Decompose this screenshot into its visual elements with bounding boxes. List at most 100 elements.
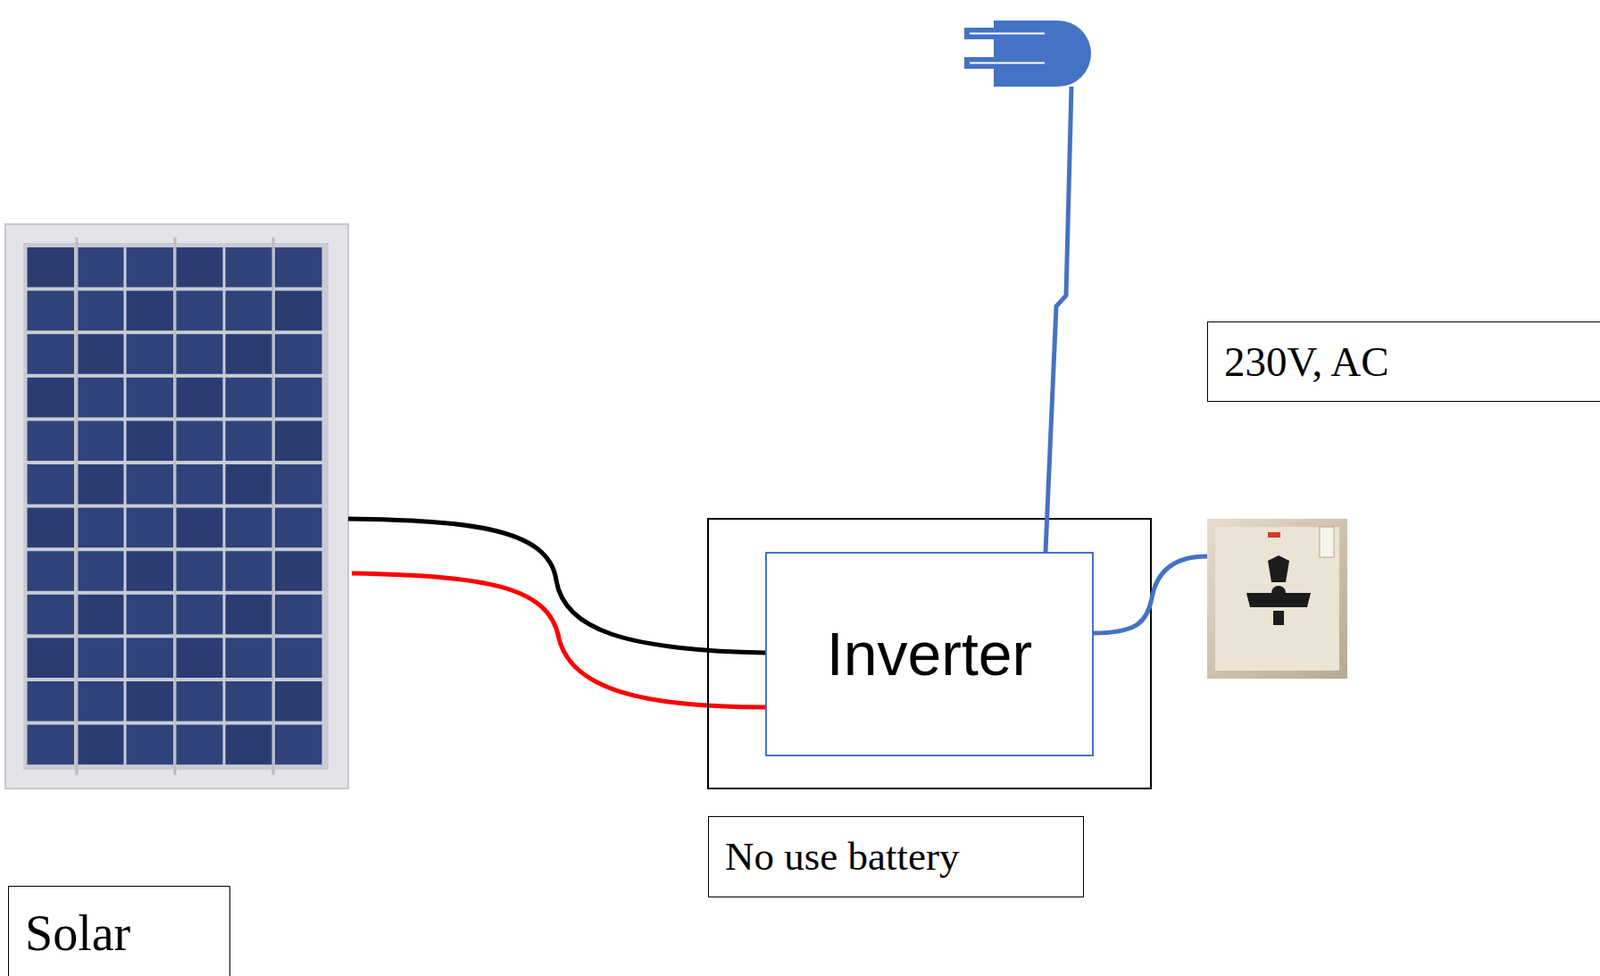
solar-cell <box>27 550 75 592</box>
prong-line <box>969 33 1045 35</box>
bus-bar <box>174 237 177 775</box>
socket-hole <box>1273 610 1284 625</box>
solar-cell <box>275 420 323 461</box>
box-label: Solar <box>25 904 131 962</box>
socket-hole <box>1271 585 1286 600</box>
solar-cell <box>175 725 224 766</box>
socket-switch <box>1319 526 1334 558</box>
solar-cell <box>225 637 274 678</box>
solar-cell <box>126 333 175 375</box>
bus-bar <box>75 237 79 775</box>
solar-cell <box>76 377 125 418</box>
solar-cell <box>76 333 125 375</box>
solar-cell <box>275 377 323 418</box>
solar-cell <box>175 291 224 332</box>
text-box: 230V, AC <box>1207 321 1600 402</box>
solar-cell <box>175 637 224 678</box>
socket-face <box>1215 526 1340 671</box>
solar-cell <box>76 725 125 766</box>
solar-cell <box>76 464 125 505</box>
solar-cell <box>76 681 125 722</box>
solar-cell <box>175 333 224 375</box>
solar-cell <box>225 464 274 505</box>
prong-line <box>969 62 1045 65</box>
solar-cell <box>275 333 323 375</box>
solar-cell <box>225 550 274 592</box>
solar-cell <box>225 508 274 549</box>
box-label: 230V, AC <box>1224 337 1390 386</box>
socket-wire <box>1093 556 1208 634</box>
solar-cell <box>27 637 75 678</box>
solar-cell <box>225 291 274 332</box>
solar-cell <box>126 464 175 505</box>
solar-cell <box>27 681 75 722</box>
solar-cell <box>175 420 224 461</box>
solar-cell <box>225 420 274 461</box>
solar-cell <box>27 377 75 418</box>
solar-cell <box>76 637 125 678</box>
solar-cell <box>275 550 323 592</box>
solar-cell <box>76 247 125 288</box>
solar-cell <box>175 377 224 418</box>
solar-cell <box>175 550 224 592</box>
solar-cell <box>275 637 323 678</box>
solar-cell <box>225 333 274 375</box>
plug-head <box>993 20 1092 87</box>
solar-panel <box>5 224 349 789</box>
solar-cell <box>27 420 75 461</box>
solar-cell <box>275 291 323 332</box>
solar-cell <box>27 291 75 332</box>
red-wire <box>351 573 766 708</box>
solar-cell <box>76 550 125 592</box>
plug-symbol <box>964 20 1092 87</box>
solar-cell <box>126 637 175 678</box>
text-box: No use battery <box>708 816 1084 898</box>
solar-cell <box>27 508 75 549</box>
socket-indicator <box>1267 532 1281 538</box>
solar-cell <box>126 681 175 722</box>
socket-plate <box>1207 518 1348 679</box>
solar-cell <box>27 464 75 505</box>
panel-frame <box>5 224 349 789</box>
socket-hole <box>1267 555 1290 583</box>
bus-bar <box>272 237 275 775</box>
solar-cell <box>175 681 224 722</box>
solar-cell <box>126 247 175 288</box>
solar-cell <box>27 725 75 766</box>
solar-cell <box>225 377 274 418</box>
solar-cell <box>27 333 75 375</box>
solar-cell <box>126 508 175 549</box>
solar-cell <box>225 725 274 766</box>
solar-cell <box>175 508 224 549</box>
solar-cell <box>275 681 323 722</box>
box-label: No use battery <box>725 833 959 881</box>
text-box: Inverter <box>765 551 1094 757</box>
solar-cell <box>27 594 75 635</box>
solar-cell <box>126 291 175 332</box>
solar-cell <box>126 725 175 766</box>
solar-cell <box>175 247 224 288</box>
text-box: Solar <box>8 885 231 976</box>
solar-cell <box>27 247 75 288</box>
box-label: Inverter <box>826 618 1034 689</box>
solar-cell <box>225 247 274 288</box>
solar-cell <box>275 508 323 549</box>
inverter-housing <box>708 518 1151 789</box>
solar-cell <box>225 681 274 722</box>
solar-cell <box>275 594 323 635</box>
solar-cell <box>275 464 323 505</box>
solar-cell <box>225 594 274 635</box>
solar-cell <box>126 377 175 418</box>
solar-cell <box>126 420 175 461</box>
solar-cell <box>76 420 125 461</box>
solar-cell <box>175 464 224 505</box>
solar-cell <box>76 594 125 635</box>
socket-symbol <box>1207 518 1348 679</box>
solar-cell <box>275 247 323 288</box>
solar-cell <box>76 508 125 549</box>
solar-cell <box>126 594 175 635</box>
solar-cell <box>76 291 125 332</box>
solar-cell <box>126 550 175 592</box>
solar-cell <box>175 594 224 635</box>
plug-cord <box>1045 86 1072 552</box>
